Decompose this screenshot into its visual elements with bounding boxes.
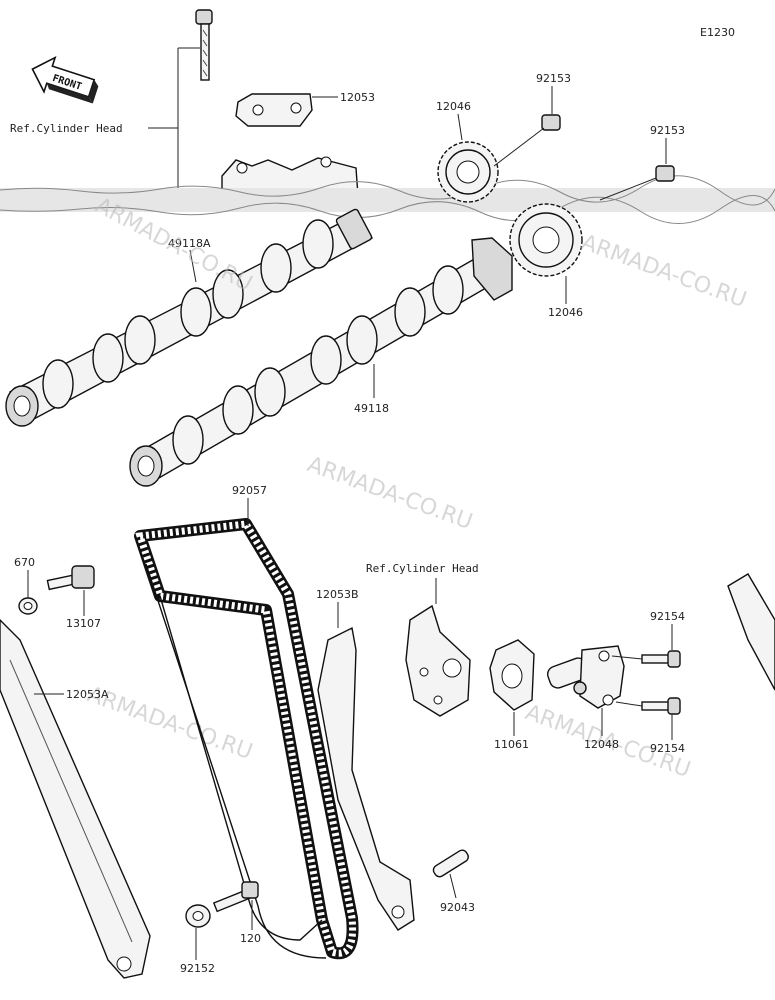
part-label-49118A: 49118A xyxy=(168,237,211,250)
dowel-pin-part xyxy=(432,849,469,878)
part-label-92154-bottom: 92154 xyxy=(650,742,685,755)
cylinder-head-mid-part xyxy=(405,604,471,717)
guide-bolt-part xyxy=(212,881,259,913)
chain-guide-12053A-part xyxy=(0,619,151,979)
part-label-92153-a: 92153 xyxy=(536,72,571,85)
part-label-92153-b: 92153 xyxy=(650,124,685,137)
camshaft-cap-part xyxy=(235,93,313,127)
part-label-12046-bottom: 12046 xyxy=(548,306,583,319)
part-label-11061: 11061 xyxy=(494,738,529,751)
part-label-12053B: 12053B xyxy=(316,588,359,601)
camshaft-49118A-part xyxy=(5,208,374,427)
camshaft-49118-part xyxy=(129,237,513,487)
part-label-12053A: 12053A xyxy=(66,688,109,701)
watermark-3: ARMADA-CO.RU xyxy=(304,452,476,535)
part-label-49118: 49118 xyxy=(354,402,389,415)
part-label-12048: 12048 xyxy=(584,738,619,751)
sprocket-bolt-a-part xyxy=(541,114,561,131)
pivot-bolt-part xyxy=(46,565,95,591)
watermark-4: ARMADA-CO.RU xyxy=(84,682,256,765)
part-label-92152: 92152 xyxy=(180,962,215,975)
tensioner-bolt-bottom-part xyxy=(641,697,681,715)
sprocket-bolt-b-part xyxy=(655,165,675,182)
diagram-code: E1230 xyxy=(700,26,735,39)
part-label-92043: 92043 xyxy=(440,901,475,914)
cam-sprocket-top-part xyxy=(437,141,499,203)
ref-cylinder-head-top: Ref.Cylinder Head xyxy=(10,122,123,135)
watermark-2: ARMADA-CO.RU xyxy=(578,230,750,313)
edge-guide-part xyxy=(727,573,775,691)
long-bolt-part xyxy=(195,9,213,81)
part-label-670: 670 xyxy=(14,556,35,569)
torn-edge-bottom xyxy=(0,195,775,224)
part-label-13107: 13107 xyxy=(66,617,101,630)
gasket-part xyxy=(489,639,535,711)
collar-part xyxy=(185,904,211,928)
washer-part xyxy=(18,597,38,615)
part-label-12053: 12053 xyxy=(340,91,375,104)
cam-sprocket-bottom-part xyxy=(509,203,583,277)
cam-chain-part xyxy=(134,518,359,960)
part-label-12046-top: 12046 xyxy=(436,100,471,113)
chain-tensioner-part xyxy=(546,645,625,709)
tensioner-bolt-top-part xyxy=(641,650,681,668)
ref-cylinder-head-mid: Ref.Cylinder Head xyxy=(366,562,479,575)
front-arrow-icon: FRONT xyxy=(31,55,99,104)
part-label-92154-top: 92154 xyxy=(650,610,685,623)
part-label-120: 120 xyxy=(240,932,261,945)
part-label-92057: 92057 xyxy=(232,484,267,497)
chain-tensioner-guide-part xyxy=(317,626,415,931)
